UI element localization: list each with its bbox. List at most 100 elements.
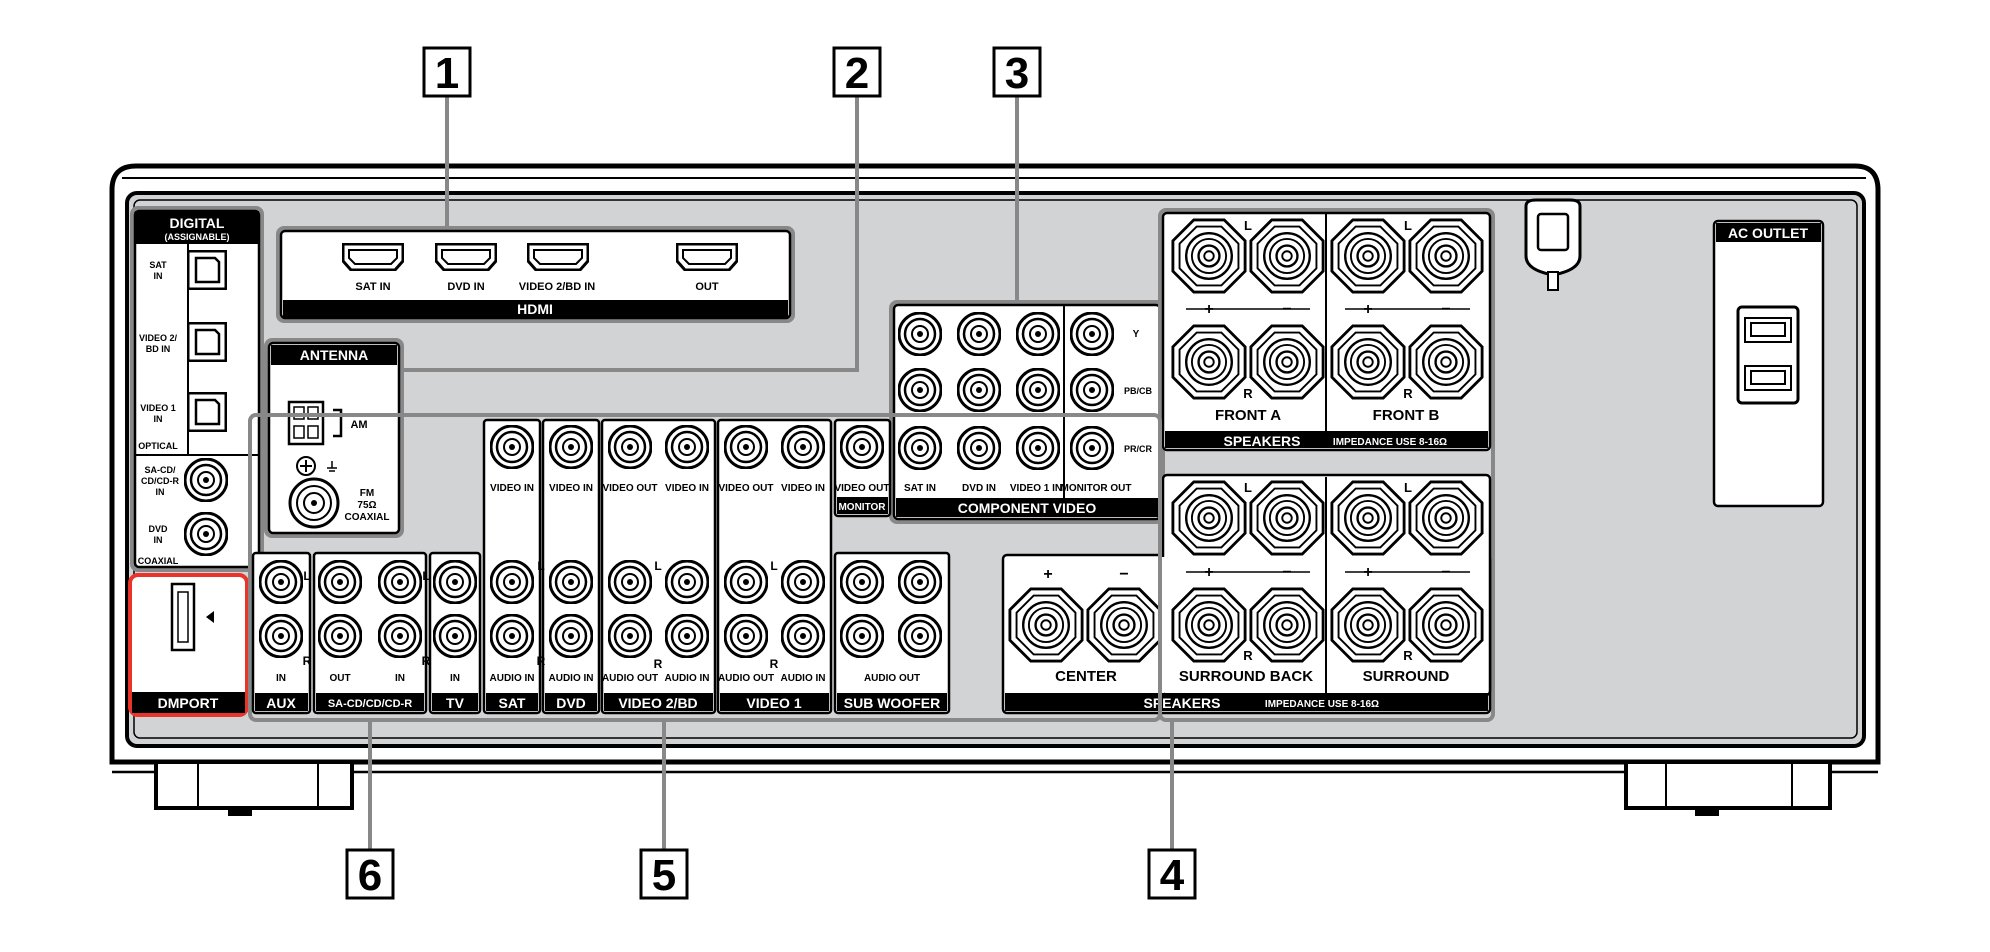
sacd-in-label: IN: [395, 673, 405, 684]
surround-plus: +: [1363, 564, 1372, 581]
video2-audio-out-r[interactable]: [608, 614, 652, 658]
monitor-video-out[interactable]: [840, 425, 884, 469]
hdmi-port-sat[interactable]: [342, 243, 404, 271]
callout-5: 5: [639, 848, 689, 900]
spk-surround-back-l-minus[interactable]: [1249, 480, 1325, 556]
video1-audio-in-l[interactable]: [781, 560, 825, 604]
aux-l[interactable]: [259, 560, 303, 604]
digital-sat-in-line2: IN: [154, 271, 163, 281]
sub-woofer-1[interactable]: [840, 560, 884, 604]
hdmi-port-out[interactable]: [676, 243, 738, 271]
tv-title: TV: [446, 695, 465, 711]
sat-video-in[interactable]: [490, 425, 534, 469]
comp-video1-y[interactable]: [1016, 312, 1060, 356]
sub-woofer-2[interactable]: [898, 560, 942, 604]
video2-l-mark: L: [654, 559, 661, 573]
digital-section: DIGITAL (ASSIGNABLE) SAT IN VIDEO 2/ BD …: [130, 206, 264, 572]
sacd-out-l[interactable]: [318, 560, 362, 604]
spk-front-b-r-plus[interactable]: [1330, 324, 1406, 400]
dvd-title: DVD: [556, 695, 586, 711]
optical-port-video2[interactable]: [187, 322, 227, 362]
center-plus: +: [1043, 566, 1052, 583]
spk-surround-r-minus[interactable]: [1408, 587, 1484, 663]
dvd-audio-l[interactable]: [549, 560, 593, 604]
sat-audio-r[interactable]: [490, 614, 534, 658]
spk-surround-back-l-plus[interactable]: [1171, 480, 1247, 556]
comp-video1-pr[interactable]: [1016, 426, 1060, 470]
video1-video-in[interactable]: [781, 425, 825, 469]
spk-surround-r-plus[interactable]: [1330, 587, 1406, 663]
digital-subtitle: (ASSIGNABLE): [165, 232, 230, 242]
video2-video-out[interactable]: [608, 425, 652, 469]
coax-port-sacd[interactable]: [184, 458, 228, 502]
surround-label: SURROUND: [1363, 668, 1450, 685]
comp-sat-pr[interactable]: [898, 426, 942, 470]
sub-woofer-4[interactable]: [898, 614, 942, 658]
callout-4-number: 4: [1160, 851, 1185, 900]
spk-center-minus[interactable]: [1086, 587, 1162, 663]
front-a-plus: +: [1204, 301, 1213, 318]
hdmi-title: HDMI: [517, 301, 553, 317]
spk-front-b-r-minus[interactable]: [1408, 324, 1484, 400]
hdmi-port-dvd[interactable]: [435, 243, 497, 271]
tv-l[interactable]: [433, 560, 477, 604]
spk-front-a-r-minus[interactable]: [1249, 324, 1325, 400]
video2-video-in[interactable]: [665, 425, 709, 469]
callout-3-number: 3: [1005, 49, 1029, 98]
video1-audio-in-label: AUDIO IN: [781, 673, 826, 684]
dvd-video-in[interactable]: [549, 425, 593, 469]
digital-sat-in-line1: SAT: [149, 260, 167, 270]
spk-front-b-l-minus[interactable]: [1408, 218, 1484, 294]
cord-clip: [1524, 198, 1582, 291]
comp-monitor-pr[interactable]: [1070, 426, 1114, 470]
video1-audio-out-l[interactable]: [724, 560, 768, 604]
spk-front-a-r-plus[interactable]: [1171, 324, 1247, 400]
video1-audio-in-r[interactable]: [781, 614, 825, 658]
comp-dvd-pr[interactable]: [957, 426, 1001, 470]
comp-dvd-y[interactable]: [957, 312, 1001, 356]
optical-port-sat[interactable]: [187, 250, 227, 290]
center-label: CENTER: [1055, 668, 1117, 685]
ac-outlet-title: AC OUTLET: [1728, 225, 1809, 241]
spk-front-a-l-minus[interactable]: [1249, 218, 1325, 294]
dmport-section: DMPORT: [128, 573, 249, 717]
tv-in-label: IN: [450, 673, 460, 684]
comp-sat-y[interactable]: [898, 312, 942, 356]
sacd-in-l[interactable]: [378, 560, 422, 604]
comp-sat-pb[interactable]: [898, 368, 942, 412]
comp-monitor-pb[interactable]: [1070, 368, 1114, 412]
digital-title: DIGITAL: [170, 215, 225, 231]
digital-dvd-line1: DVD: [148, 524, 168, 534]
dvd-audio-r[interactable]: [549, 614, 593, 658]
video2-audio-in-r[interactable]: [665, 614, 709, 658]
spk-surround-l-plus[interactable]: [1330, 480, 1406, 556]
speakers-top-title: SPEAKERS: [1223, 433, 1300, 449]
spk-surround-back-r-minus[interactable]: [1249, 587, 1325, 663]
spk-front-a-l-plus[interactable]: [1171, 218, 1247, 294]
am-label: AM: [350, 419, 367, 431]
aux-r[interactable]: [259, 614, 303, 658]
fm-line2: 75Ω: [357, 500, 376, 511]
sacd-in-r[interactable]: [378, 614, 422, 658]
optical-port-video1[interactable]: [187, 392, 227, 432]
video1-audio-out-r[interactable]: [724, 614, 768, 658]
sacd-out-r[interactable]: [318, 614, 362, 658]
video2-audio-out-l[interactable]: [608, 560, 652, 604]
spk-center-plus[interactable]: [1008, 587, 1084, 663]
video1-video-out[interactable]: [724, 425, 768, 469]
spk-surround-l-minus[interactable]: [1408, 480, 1484, 556]
coax-port-dvd[interactable]: [184, 512, 228, 556]
hdmi-port-video2[interactable]: [527, 243, 589, 271]
video2-audio-in-l[interactable]: [665, 560, 709, 604]
sat-audio-l[interactable]: [490, 560, 534, 604]
spk-front-b-l-plus[interactable]: [1330, 218, 1406, 294]
sub-woofer-3[interactable]: [840, 614, 884, 658]
surround-r-mark: R: [1403, 648, 1413, 663]
tv-r[interactable]: [433, 614, 477, 658]
comp-monitor-y[interactable]: [1070, 312, 1114, 356]
comp-video1-pb[interactable]: [1016, 368, 1060, 412]
comp-dvd-pb[interactable]: [957, 368, 1001, 412]
aux-title: AUX: [266, 695, 296, 711]
spk-surround-back-r-plus[interactable]: [1171, 587, 1247, 663]
surround-back-plus: +: [1204, 564, 1213, 581]
